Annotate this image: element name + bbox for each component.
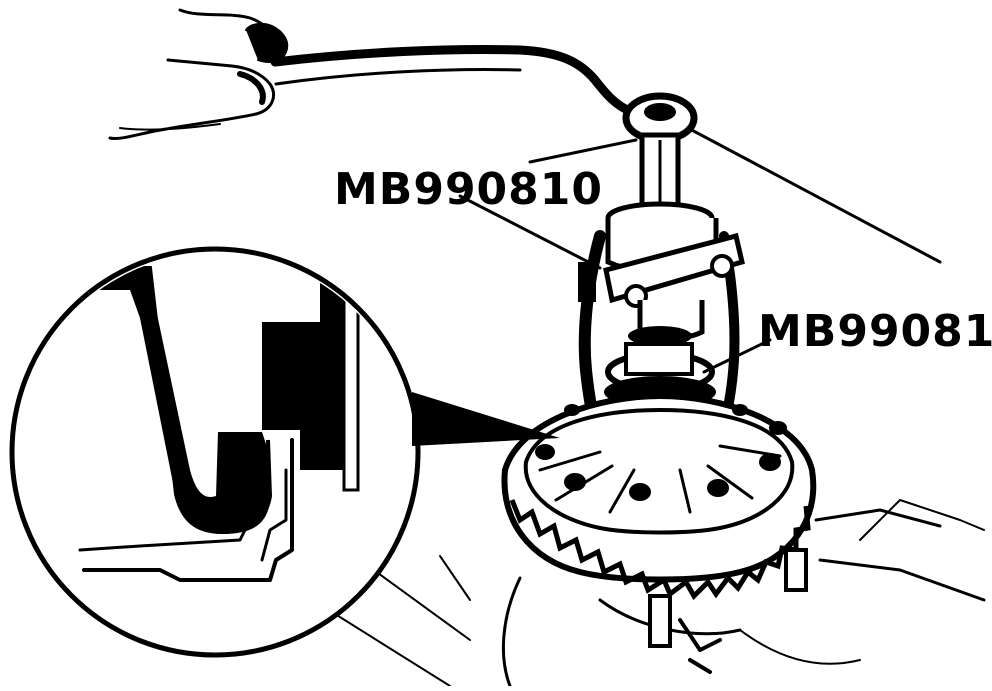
detail-magnifier bbox=[9, 246, 421, 658]
differential-case-drawing bbox=[501, 392, 986, 688]
detail-pointer bbox=[412, 392, 560, 446]
wrench-drawing bbox=[270, 45, 698, 144]
leader-lines bbox=[458, 126, 942, 374]
label-mb990810: MB990810 bbox=[334, 164, 603, 215]
label-mb990811: MB990811 bbox=[758, 306, 992, 357]
hand-drawing bbox=[108, 8, 289, 140]
